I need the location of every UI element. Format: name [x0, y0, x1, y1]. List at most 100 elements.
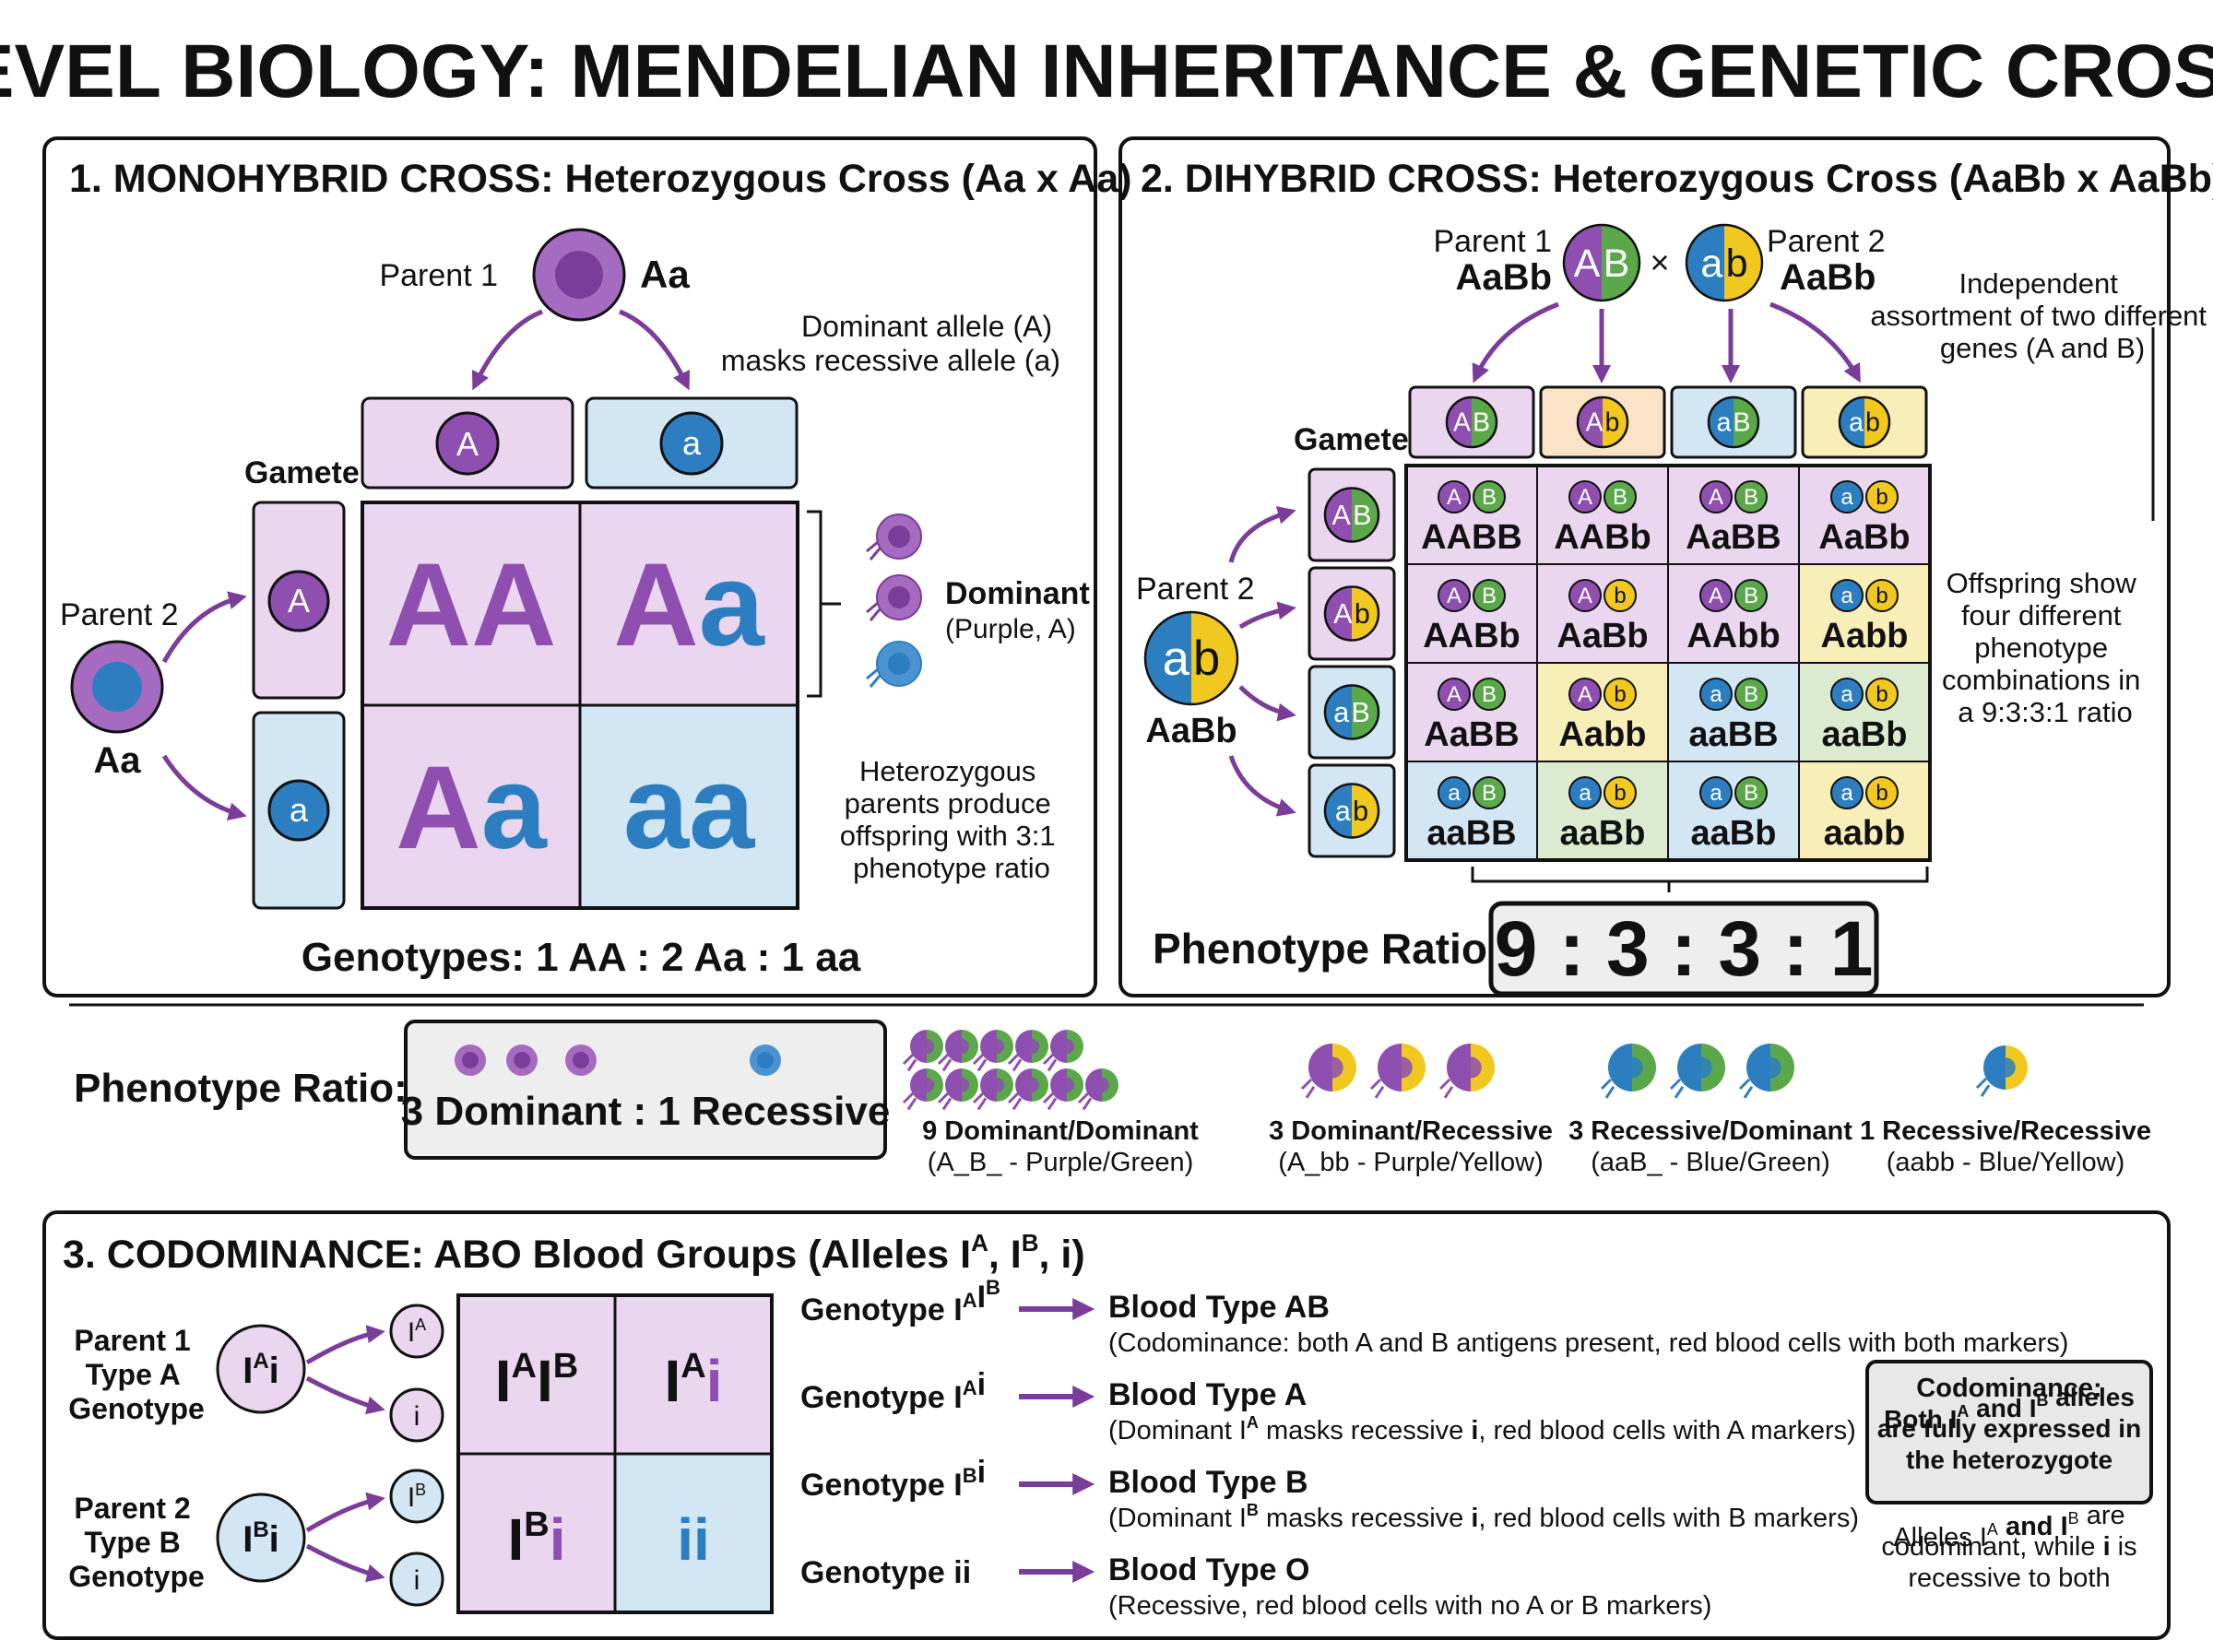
mono-cell-Aa-bottom: Aa: [396, 742, 547, 874]
di-grid-cell: [1536, 662, 1669, 762]
codom-row-genotype: Genotype IBi: [800, 1455, 986, 1503]
mono-note-ratio-4: phenotype ratio: [853, 852, 1050, 884]
codom-row-genotype: Genotype IAi: [800, 1367, 986, 1415]
svg-text:ab: ab: [1163, 631, 1220, 686]
svg-text:A: A: [1709, 485, 1723, 510]
svg-text:ab: ab: [1700, 242, 1747, 286]
svg-text:b: b: [1876, 682, 1888, 707]
svg-text:A: A: [1578, 584, 1592, 608]
svg-text:B: B: [1744, 485, 1758, 510]
di-legend-item: 1 Recessive/Recessive(aabb - Blue/Yellow…: [1860, 1045, 2151, 1177]
di-left-gametes: AB Ab aB ab: [1308, 467, 1396, 858]
di-grid-cell: [1536, 465, 1669, 565]
mono-genotypes: Genotypes: 1 AA : 2 Aa : 1 aa: [302, 935, 861, 980]
svg-text:AB: AB: [1574, 242, 1630, 286]
codom-gamete-i-2: i: [414, 1565, 420, 1596]
svg-text:b: b: [1876, 584, 1888, 608]
mono-parent1-cell-icon: [532, 228, 626, 322]
svg-text:A: A: [1709, 584, 1723, 608]
di-legend-item: 3 Recessive/Dominant(aaB_ - Blue/Green): [1568, 1044, 1852, 1177]
mono-left-gamete-icon-a: [267, 779, 330, 842]
di-grid-cell: [1536, 761, 1669, 861]
codom-gametes: IA i IB i: [389, 1304, 444, 1607]
di-parent2-side-icon: ab: [1143, 610, 1239, 706]
codom-arrow-2b: [305, 1543, 385, 1583]
di-parent2-side-genotype: AaBb: [1145, 712, 1237, 750]
mono-note-ratio-2: parents produce: [845, 787, 1051, 820]
di-legend-cell-icon: [972, 1068, 1013, 1111]
di-left-gamete-icon-Ab: Ab: [1323, 585, 1380, 642]
di-grid-cell: [1667, 465, 1800, 565]
codom-parent1-circle: [216, 1324, 306, 1414]
di-grid-cell-genotype: aaBB: [1426, 814, 1516, 853]
svg-text:a: a: [1840, 485, 1853, 510]
svg-text:aB: aB: [1717, 408, 1751, 438]
di-grid-cell: [1798, 465, 1931, 565]
di-parent2-genotype: AaBb: [1780, 257, 1876, 298]
codom-cell-IAi: IAi: [664, 1347, 722, 1414]
svg-text:b: b: [1614, 682, 1626, 707]
mono-arrow-p2-top: [161, 591, 247, 664]
di-arrow-1: [1472, 301, 1559, 384]
mono-top-gamete-a: a: [682, 424, 702, 462]
di-top-gamete-icon-AB: AB: [1445, 395, 1498, 449]
di-legend-sub: (aaB_ - Blue/Green): [1591, 1148, 1830, 1177]
di-legend-cell-icon: [1042, 1030, 1083, 1072]
di-top-gamete-icon-Ab: Ab: [1576, 395, 1629, 449]
codom-gamete-IA-1: IA: [408, 1316, 426, 1348]
codom-callout-box: [1865, 1360, 2153, 1504]
mono-note-ratio-3: offspring with 3:1: [840, 820, 1056, 852]
codom-gamete-i-1: i: [414, 1401, 420, 1432]
di-legend-cell-icon: [1669, 1044, 1725, 1099]
di-parent1-allele-circle: AB: [1562, 223, 1641, 302]
codom-arrow-1b: [305, 1375, 385, 1415]
mono-parent2-cell-icon: [70, 640, 164, 734]
codom-cell-IBi: IBi: [507, 1505, 565, 1573]
di-parent2-side-label: Parent 2: [1136, 572, 1255, 607]
di-left-gamete-icon-aB: aB: [1323, 684, 1380, 740]
mono-cell-Aa-top: Aa: [613, 539, 764, 671]
di-grid-cell-genotype: aaBb: [1822, 715, 1908, 754]
di-note-four-4: combinations in: [1942, 664, 2140, 696]
mono-bracket: [807, 510, 841, 698]
svg-text:A: A: [1578, 485, 1592, 510]
di-grid-cell-genotype: aaBb: [1560, 814, 1646, 853]
di-legend-sub: (A_bb - Purple/Yellow): [1278, 1148, 1543, 1177]
di-grid-cell-genotype: Aabb: [1559, 715, 1647, 754]
di-legend-cell-icon: [1007, 1030, 1048, 1072]
di-phenotype-ratio-label: Phenotype Ratio:: [1153, 925, 1501, 973]
codom-row-type: Blood Type AB: [1108, 1290, 1330, 1325]
di-parent2-icon: ab: [1685, 223, 1764, 302]
mono-dominant-key-title: Dominant: [945, 576, 1090, 611]
di-side-arrow-3: [1238, 685, 1296, 722]
di-left-gamete-icon-AB: AB: [1323, 487, 1380, 543]
di-grid-cell-genotype: AABb: [1423, 617, 1521, 655]
di-legend-cell-icon: [1738, 1044, 1794, 1099]
mono-cell-AA: AA: [386, 539, 557, 671]
di-legend-cell-icon: [902, 1030, 943, 1072]
mono-cell-aa: aa: [623, 742, 755, 874]
codom-row-type: Blood Type A: [1108, 1377, 1307, 1412]
svg-text:ab: ab: [1335, 796, 1368, 827]
svg-text:a: a: [1710, 781, 1722, 806]
di-parent2-side-allele-circle: ab: [1143, 610, 1239, 706]
svg-text:A: A: [1447, 485, 1462, 510]
svg-text:B: B: [1744, 584, 1758, 608]
mono-gamete-label: Gamete: [244, 455, 360, 490]
mono-note-ratio: Heterozygous parents produce offspring w…: [840, 755, 1063, 884]
mono-dominant-key-icons: [866, 513, 922, 688]
di-gamete-label: Gamete: [1294, 422, 1409, 457]
di-legend-cell-icon: [1077, 1068, 1118, 1111]
svg-text:a: a: [1840, 682, 1853, 707]
di-legend-sub: (aabb - Blue/Yellow): [1887, 1148, 2124, 1177]
svg-text:b: b: [1614, 584, 1626, 608]
mono-arrow-p1-left: [471, 309, 543, 391]
svg-text:a: a: [1448, 781, 1461, 806]
